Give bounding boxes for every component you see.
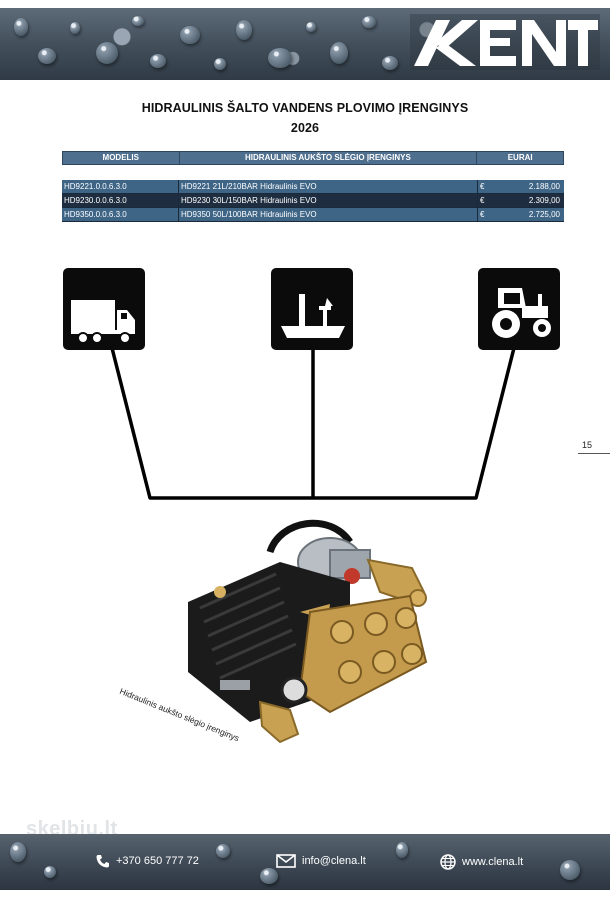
page-number: 15 — [582, 440, 593, 450]
table-row: HD9350.0.0.6.3.0 HD9350 50L/100BAR Hidra… — [62, 208, 564, 222]
water-drop — [382, 56, 398, 70]
water-drop — [236, 20, 252, 40]
currency-symbol: € — [480, 182, 485, 191]
price-value: 2.309,00 — [528, 196, 560, 205]
price-value: 2.188,00 — [528, 182, 560, 191]
cell-model: HD9230.0.0.6.3.0 — [62, 194, 179, 207]
cell-model: HD9221.0.0.6.3.0 — [62, 180, 179, 193]
water-drop — [216, 844, 230, 858]
tractor-icon — [478, 268, 560, 350]
document-year: 2026 — [290, 121, 320, 135]
water-drop — [44, 866, 56, 878]
cell-description: HD9230 30L/150BAR Hidraulinis EVO — [179, 194, 478, 207]
email-address: info@clena.lt — [302, 855, 366, 867]
water-drop — [180, 26, 200, 44]
column-header-model: MODELIS — [63, 152, 180, 164]
table-row: HD9230.0.0.6.3.0 HD9230 30L/150BAR Hidra… — [62, 194, 564, 208]
water-drop — [268, 48, 292, 68]
price-value: 2.725,00 — [528, 210, 560, 219]
footer-phone[interactable]: +370 650 777 72 — [96, 854, 199, 868]
envelope-icon — [276, 854, 296, 868]
currency-symbol: € — [480, 210, 485, 219]
water-drop — [132, 16, 144, 26]
cell-price: € 2.725,00 — [478, 208, 564, 221]
globe-icon — [440, 854, 456, 870]
water-drop — [362, 16, 376, 28]
cell-model: HD9350.0.0.6.3.0 — [62, 208, 179, 221]
cell-description: HD9221 21L/210BAR Hidraulinis EVO — [179, 180, 478, 193]
water-drop — [38, 48, 56, 64]
cell-price: € 2.309,00 — [478, 194, 564, 207]
water-drop — [14, 18, 28, 36]
footer-banner: +370 650 777 72 info@clena.lt www.clena.… — [0, 834, 610, 890]
phone-number: +370 650 777 72 — [116, 855, 199, 867]
water-drop — [560, 860, 580, 880]
column-header-description: HIDRAULINIS AUKŠTO SLĖGIO ĮRENGINYS — [180, 152, 478, 164]
footer-email[interactable]: info@clena.lt — [276, 854, 366, 868]
currency-symbol: € — [480, 196, 485, 205]
water-drop — [214, 58, 226, 70]
header-banner — [0, 8, 610, 80]
boat-icon — [271, 268, 353, 350]
price-table-body: HD9221.0.0.6.3.0 HD9221 21L/210BAR Hidra… — [62, 180, 564, 222]
truck-icon — [63, 268, 145, 350]
kent-logo — [410, 14, 600, 70]
website-url: www.clena.lt — [462, 856, 524, 868]
water-drop — [306, 22, 316, 32]
document-title: HIDRAULINIS ŠALTO VANDENS PLOVIMO ĮRENGI… — [141, 101, 469, 115]
table-row: HD9221.0.0.6.3.0 HD9221 21L/210BAR Hidra… — [62, 180, 564, 194]
water-drop — [96, 42, 118, 64]
water-drop — [260, 868, 278, 884]
price-table-header: MODELIS HIDRAULINIS AUKŠTO SLĖGIO ĮRENGI… — [62, 151, 564, 165]
cell-description: HD9350 50L/100BAR Hidraulinis EVO — [179, 208, 478, 221]
page-number-rule — [578, 453, 610, 454]
water-drop — [330, 42, 348, 64]
footer-website[interactable]: www.clena.lt — [440, 854, 523, 870]
water-drop — [396, 842, 408, 858]
cell-price: € 2.188,00 — [478, 180, 564, 193]
water-drop — [10, 842, 26, 862]
water-drop — [150, 54, 166, 68]
water-drop — [70, 22, 80, 34]
column-header-price: EURAI — [507, 153, 533, 162]
phone-icon — [96, 855, 109, 868]
pump-image — [188, 519, 428, 744]
